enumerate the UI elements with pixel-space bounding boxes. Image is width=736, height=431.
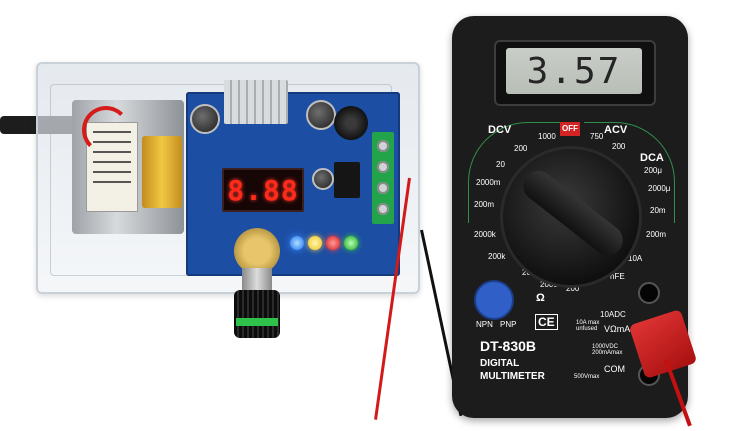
dial-label-20m: 20m bbox=[650, 206, 666, 215]
model-name: DT-830B bbox=[480, 338, 537, 354]
jack-10a[interactable] bbox=[638, 282, 660, 304]
off-position-label: OFF bbox=[560, 122, 580, 136]
capacitor bbox=[312, 168, 334, 190]
transformer-coil bbox=[142, 136, 182, 208]
buzzer bbox=[334, 106, 368, 140]
dial-label-200m: 200m bbox=[474, 200, 495, 209]
dial-label-10a: 10A bbox=[628, 254, 643, 263]
dca-label: DCA bbox=[640, 152, 664, 164]
ohm-symbol: Ω bbox=[536, 292, 545, 304]
transistor-test-socket[interactable] bbox=[474, 280, 514, 320]
knob-green-ring bbox=[236, 318, 278, 326]
led-yellow bbox=[308, 236, 322, 250]
dial-label-2000m: 2000m bbox=[476, 178, 501, 187]
dial-label-750: 750 bbox=[590, 132, 604, 141]
jack-note-500vmax: 500Vmax bbox=[574, 374, 600, 380]
potentiometer bbox=[234, 228, 280, 274]
model-subtitle-1: DIGITAL bbox=[480, 358, 520, 369]
dial-label-acv-200: 200 bbox=[612, 142, 626, 151]
dial-label-hfe: hFE bbox=[610, 272, 625, 281]
capacitor bbox=[306, 100, 336, 130]
jack-label-com: COM bbox=[604, 364, 625, 374]
dial-label-20: 20 bbox=[496, 160, 505, 169]
dcv-sector-outline bbox=[468, 122, 565, 223]
jack-label-10adc: 10ADC bbox=[600, 310, 626, 319]
dial-label-a200m: 200m bbox=[646, 230, 667, 239]
jack-note-unfused: 10A max unfused bbox=[576, 320, 600, 332]
ic-chip bbox=[334, 162, 360, 198]
capacitor bbox=[190, 104, 220, 134]
heatsink bbox=[224, 80, 288, 124]
screw-terminal-block bbox=[372, 132, 394, 224]
ce-mark: CE bbox=[535, 314, 558, 330]
red-wire bbox=[82, 106, 130, 154]
dial-label-200-ohm: 200 bbox=[566, 284, 580, 293]
model-subtitle-2: MULTIMETER bbox=[480, 371, 545, 382]
seven-segment-display: 8.88 bbox=[222, 168, 304, 212]
pnp-label: PNP bbox=[500, 320, 517, 329]
dial-label-200k: 200k bbox=[488, 252, 506, 261]
dial-label-1000: 1000 bbox=[538, 132, 556, 141]
dial-label-2000u: 2000μ bbox=[648, 184, 671, 193]
lcd-screen: 3.57 bbox=[506, 48, 642, 94]
dial-label-200u: 200μ bbox=[644, 166, 662, 175]
npn-label: NPN bbox=[476, 320, 493, 329]
dial-label-2000k: 2000k bbox=[474, 230, 496, 239]
jack-label-vomega: VΩmA bbox=[604, 324, 631, 334]
lcd-reading: 3.57 bbox=[526, 50, 622, 92]
dcv-label: DCV bbox=[488, 124, 512, 136]
voltage-adjust-knob[interactable] bbox=[234, 290, 280, 338]
jack-note-1000vdc: 1000VDC 200mAmax bbox=[592, 344, 623, 356]
display-reading: 8.88 bbox=[227, 173, 299, 207]
acv-label: ACV bbox=[604, 124, 628, 136]
dial-label-200: 200 bbox=[514, 144, 528, 153]
led-green bbox=[344, 236, 358, 250]
led-red bbox=[326, 236, 340, 250]
led-blue bbox=[290, 236, 304, 250]
